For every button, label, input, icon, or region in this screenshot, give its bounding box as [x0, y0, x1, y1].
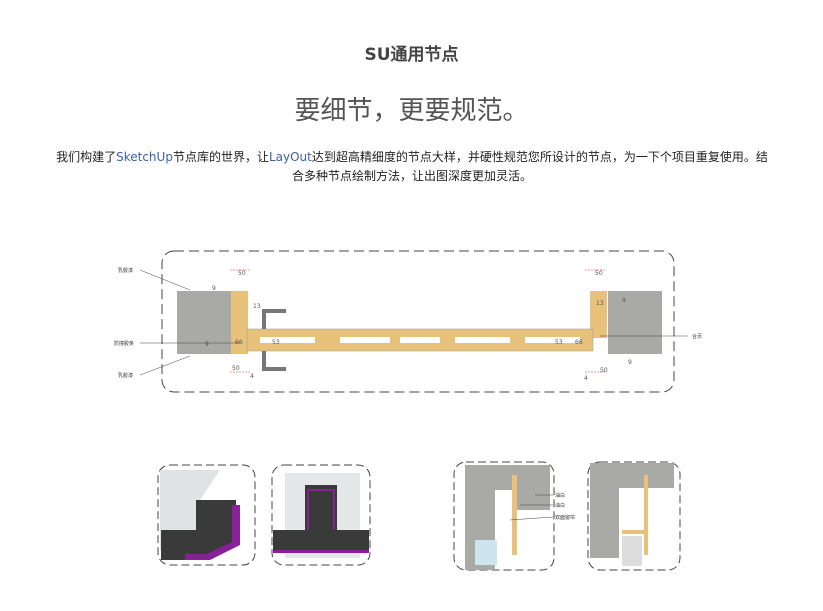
dim: 50 — [600, 367, 608, 374]
label-t4-2: 双面窗帘 — [555, 514, 575, 521]
sketchup-link[interactable]: SketchUp — [116, 150, 173, 164]
dim: 9 — [205, 341, 209, 348]
dim: 4 — [584, 375, 588, 382]
dim: 53 — [272, 339, 280, 346]
label-hinge: 合页 — [692, 333, 702, 340]
intro-paragraph: 我们构建了SketchUp节点库的世界，让LayOut达到超高精细度的节点大样，… — [52, 148, 772, 186]
intro-text: 我们构建了 — [56, 150, 117, 164]
label-t4-1: 油白 — [555, 502, 565, 509]
dim: 66 — [575, 339, 583, 346]
window-frame-detail-3d: 油白 油白 双面窗帘 — [453, 461, 575, 571]
dim: 50 — [595, 270, 603, 277]
intro-text: 达到超高精细度的节点大样，并硬性规范您所设计的节点，为一下个项目重复使用。结合多… — [291, 150, 768, 183]
label-latex-paint-top: 乳胶漆 — [118, 267, 133, 274]
dim: 13 — [253, 303, 261, 310]
label-t4-0: 油白 — [555, 492, 565, 499]
waterproof-section-detail — [271, 464, 371, 566]
dim: 13 — [596, 300, 604, 307]
layout-link[interactable]: LayOut — [268, 150, 312, 164]
label-latex-paint-bottom: 乳胶漆 — [118, 372, 133, 379]
section-subtitle: 要细节，更要规范。 — [294, 96, 529, 126]
dim: 9 — [628, 359, 632, 366]
intro-text: 节点库的世界，让 — [172, 150, 269, 164]
window-frame-detail-section — [587, 461, 681, 571]
dim: 66 — [235, 339, 243, 346]
waterproof-corner-detail — [157, 464, 256, 566]
dim: 9 — [212, 285, 216, 292]
section-title: SU通用节点 — [364, 45, 459, 65]
dim: 50 — [232, 365, 240, 372]
label-bumper-strip: 防撞胶条 — [114, 340, 134, 347]
door-plan-detail: 乳胶漆 防撞胶条 乳胶漆 合页 50 9 13 9 66 53 53 66 50… — [114, 250, 702, 393]
dim: 9 — [622, 297, 626, 304]
dim: 53 — [555, 339, 563, 346]
dim: 4 — [250, 373, 254, 380]
dim: 50 — [238, 270, 246, 277]
